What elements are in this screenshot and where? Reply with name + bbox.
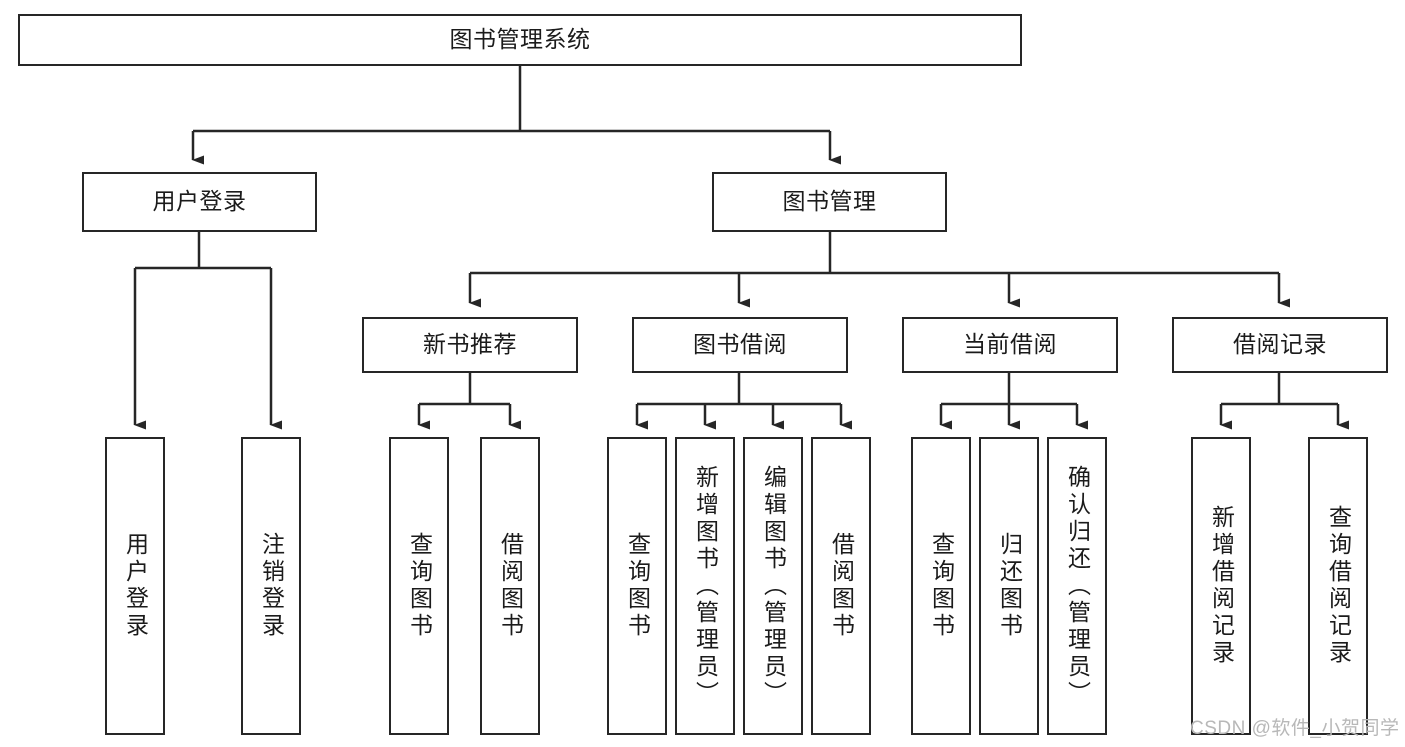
node-label: 新增借阅记录 bbox=[1208, 505, 1235, 667]
leaf-borrow-book-recommend[interactable]: 借阅图书 bbox=[480, 437, 540, 735]
node-book-borrow[interactable]: 图书借阅 bbox=[632, 317, 848, 373]
leaf-confirm-return-admin[interactable]: 确认归还（管理员） bbox=[1047, 437, 1107, 735]
leaf-query-borrow-record[interactable]: 查询借阅记录 bbox=[1308, 437, 1368, 735]
node-label: 归还图书 bbox=[996, 532, 1023, 640]
node-label: 查询图书 bbox=[624, 532, 651, 640]
node-book-management[interactable]: 图书管理 bbox=[712, 172, 947, 232]
leaf-query-book-borrow[interactable]: 查询图书 bbox=[607, 437, 667, 735]
leaf-user-login[interactable]: 用户登录 bbox=[105, 437, 165, 735]
leaf-return-book[interactable]: 归还图书 bbox=[979, 437, 1039, 735]
node-label: 确认归还（管理员） bbox=[1064, 464, 1091, 708]
leaf-query-book-recommend[interactable]: 查询图书 bbox=[389, 437, 449, 735]
node-label: 查询图书 bbox=[928, 532, 955, 640]
node-label: 新书推荐 bbox=[423, 331, 517, 358]
node-label: 借阅图书 bbox=[828, 532, 855, 640]
node-label: 图书管理 bbox=[782, 188, 877, 215]
node-label: 查询图书 bbox=[406, 532, 433, 640]
node-label: 当前借阅 bbox=[963, 331, 1057, 358]
node-label: 借阅记录 bbox=[1233, 331, 1327, 358]
node-user-login[interactable]: 用户登录 bbox=[82, 172, 317, 232]
node-label: 图书借阅 bbox=[693, 331, 787, 358]
node-label: 新增图书（管理员） bbox=[692, 464, 719, 708]
node-borrow-record[interactable]: 借阅记录 bbox=[1172, 317, 1388, 373]
node-label: 编辑图书（管理员） bbox=[760, 464, 787, 708]
leaf-logout[interactable]: 注销登录 bbox=[241, 437, 301, 735]
leaf-borrow-book[interactable]: 借阅图书 bbox=[811, 437, 871, 735]
node-current-borrow[interactable]: 当前借阅 bbox=[902, 317, 1118, 373]
leaf-add-borrow-record[interactable]: 新增借阅记录 bbox=[1191, 437, 1251, 735]
node-new-book-recommend[interactable]: 新书推荐 bbox=[362, 317, 578, 373]
node-label: 注销登录 bbox=[258, 532, 285, 640]
leaf-query-book-current[interactable]: 查询图书 bbox=[911, 437, 971, 735]
node-label: 图书管理系统 bbox=[449, 26, 591, 53]
node-label: 查询借阅记录 bbox=[1325, 505, 1352, 667]
node-book-management-system[interactable]: 图书管理系统 bbox=[18, 14, 1022, 66]
node-label: 用户登录 bbox=[122, 532, 149, 640]
node-label: 借阅图书 bbox=[497, 532, 524, 640]
leaf-add-book-admin[interactable]: 新增图书（管理员） bbox=[675, 437, 735, 735]
leaf-edit-book-admin[interactable]: 编辑图书（管理员） bbox=[743, 437, 803, 735]
node-label: 用户登录 bbox=[152, 188, 247, 215]
